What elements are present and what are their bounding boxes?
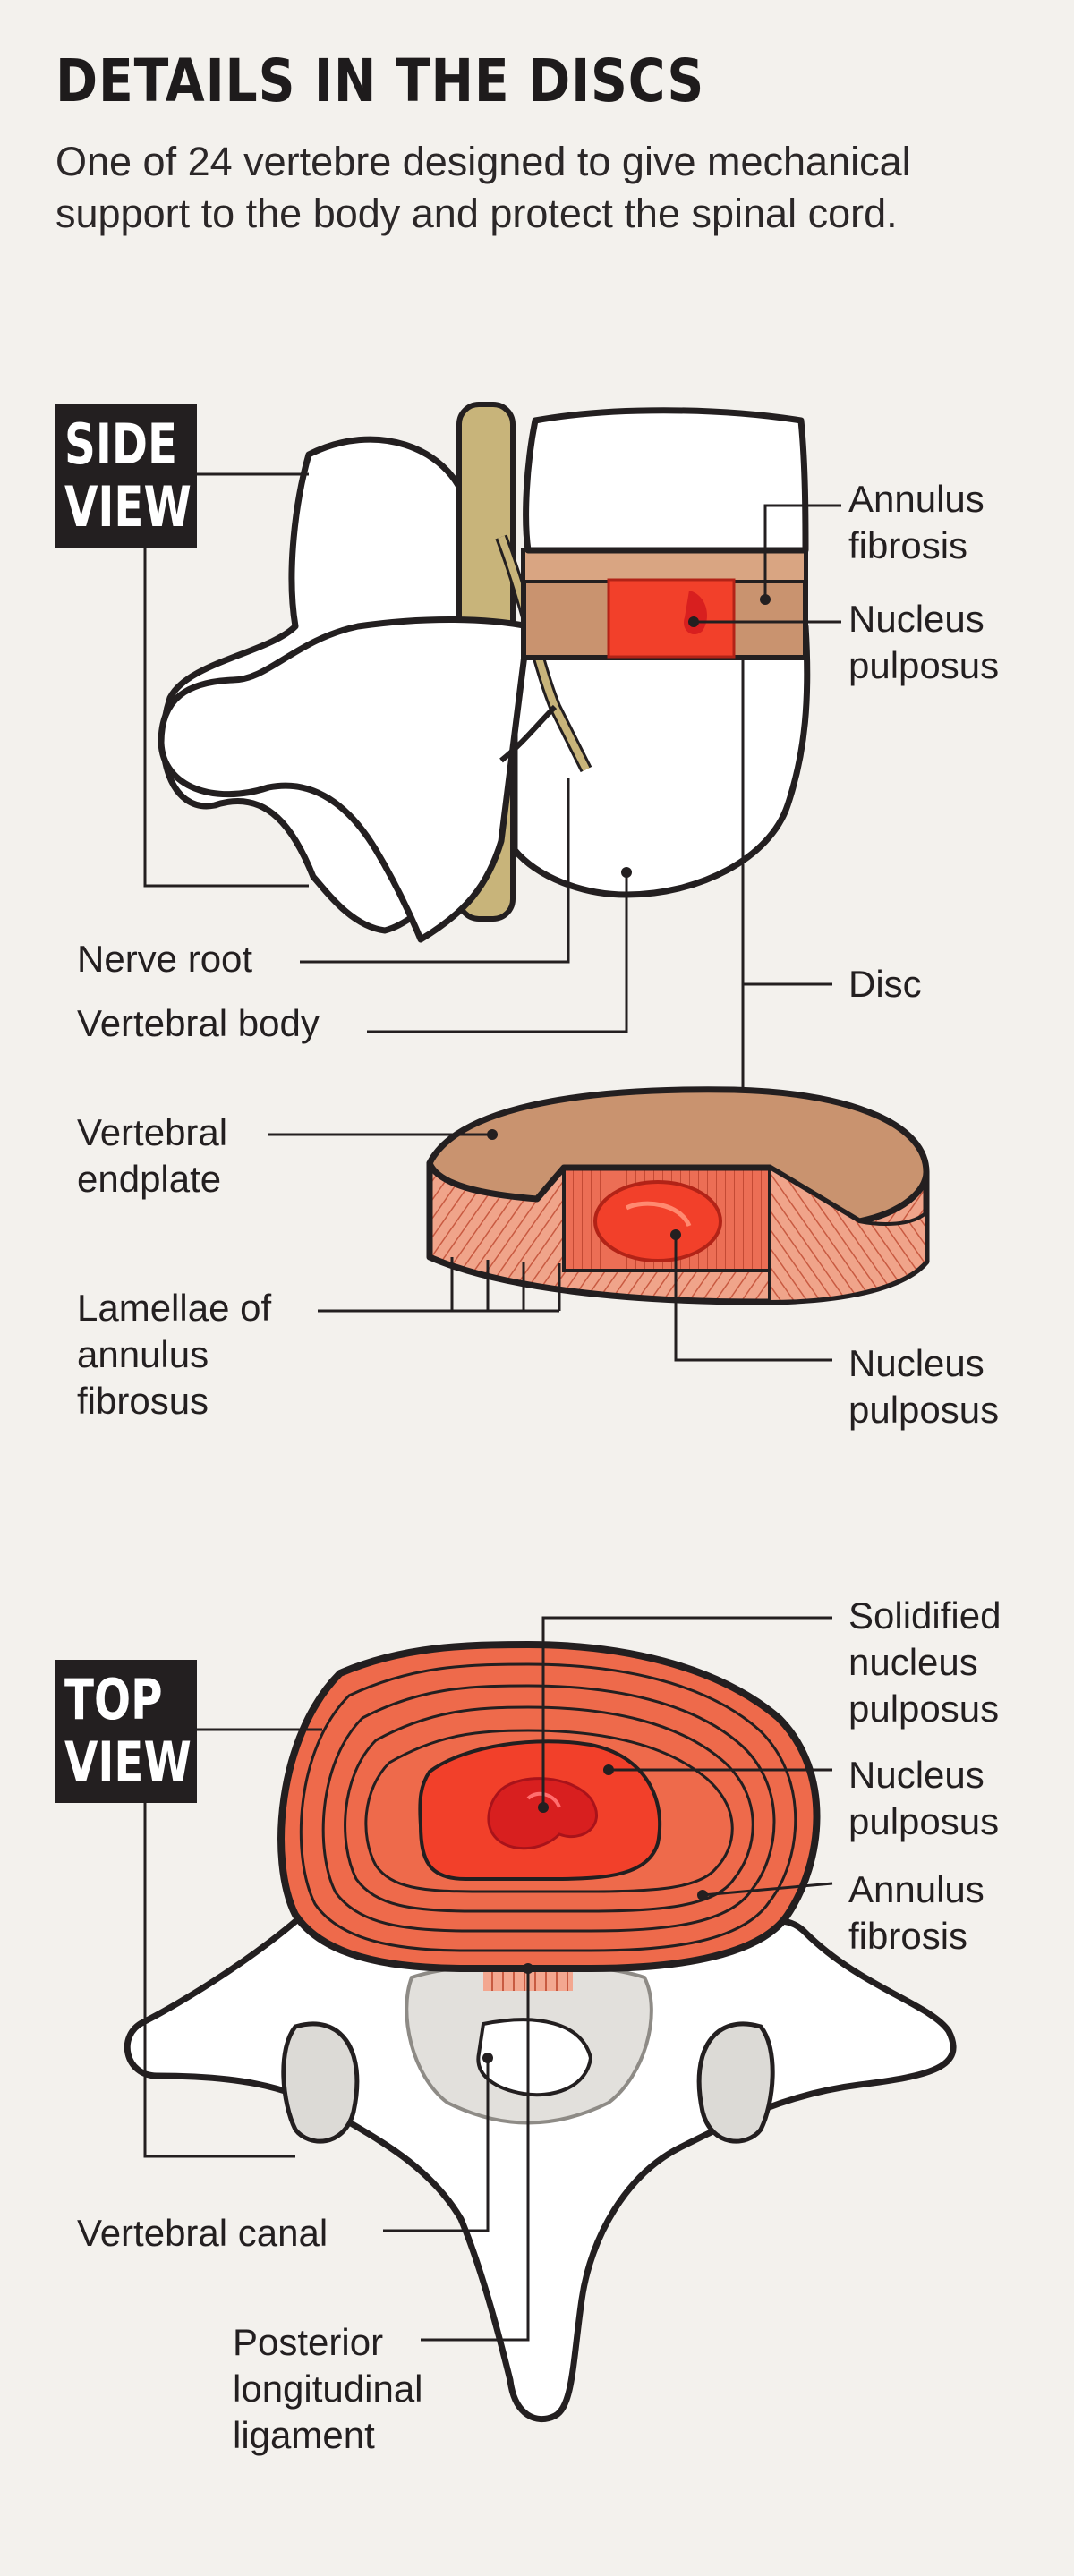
canal-shape bbox=[476, 2018, 593, 2097]
upper-vertebral-body-shape bbox=[523, 407, 809, 554]
top-view-badge-line2: VIEW bbox=[64, 1730, 192, 1795]
left-facet-shape bbox=[281, 2021, 360, 2144]
side-view-badge: SIDE VIEW bbox=[55, 404, 197, 548]
side-view-badge-line1: SIDE bbox=[64, 412, 178, 477]
side-disc-top-band bbox=[522, 548, 807, 583]
solidified-leader bbox=[541, 1616, 832, 1807]
nerve-root-leader bbox=[300, 778, 570, 964]
disc-nucleus-label-line1: Nucleus bbox=[848, 1342, 984, 1384]
solidified-label-line2: nucleus bbox=[848, 1641, 978, 1683]
vertebral-body-label: Vertebral body bbox=[77, 1002, 320, 1044]
vertebral-body-leader bbox=[367, 872, 628, 1033]
lamellae-label-line1: Lamellae of bbox=[77, 1287, 272, 1329]
right-facet-shape bbox=[696, 2021, 775, 2144]
disc-label: Disc bbox=[848, 963, 922, 1005]
top-annulus-label-line1: Annulus bbox=[848, 1868, 984, 1910]
solidified-label-line3: pulposus bbox=[848, 1688, 1000, 1730]
top-badge-leader-2 bbox=[143, 1803, 295, 2158]
canal-leader bbox=[383, 2058, 490, 2232]
side-view-badge-line2: VIEW bbox=[64, 474, 192, 540]
page-title: DETAILS IN THE DISCS bbox=[55, 47, 705, 115]
side-nucleus-shape bbox=[607, 578, 736, 659]
nerve-root-twig bbox=[499, 704, 558, 763]
annulus-leader bbox=[763, 504, 841, 599]
nerve-root-label: Nerve root bbox=[77, 938, 253, 980]
ligament-label-line3: ligament bbox=[233, 2414, 375, 2456]
solidified-label-line1: Solidified bbox=[848, 1594, 1002, 1637]
side-nucleus-label-line1: Nucleus bbox=[848, 598, 984, 640]
vertebral-canal-label: Vertebral canal bbox=[77, 2212, 328, 2254]
top-view-badge: TOP VIEW bbox=[55, 1660, 197, 1803]
disc-nucleus-leader bbox=[674, 1235, 832, 1362]
top-annulus-label-line2: fibrosis bbox=[848, 1915, 968, 1957]
ligament-label-line2: longitudinal bbox=[233, 2368, 423, 2410]
ligament-leader bbox=[421, 1968, 530, 2342]
ligament-label-line1: Posterior bbox=[233, 2321, 384, 2363]
endplate-label-line1: Vertebral bbox=[77, 1111, 228, 1153]
disc-leader bbox=[741, 658, 832, 1087]
lamellae-label-line3: fibrosus bbox=[77, 1380, 209, 1422]
lower-vertebral-body-shape bbox=[511, 623, 811, 898]
nerve-root-branch-fill bbox=[498, 535, 590, 771]
top-nucleus-label-line1: Nucleus bbox=[848, 1754, 984, 1796]
badge-leader-line-2 bbox=[143, 548, 309, 888]
disc-cross-section bbox=[268, 1086, 930, 1362]
side-nucleus-label-line2: pulposus bbox=[848, 644, 1000, 686]
disc-nucleus-label-line2: pulposus bbox=[848, 1389, 1000, 1431]
top-view-badge-line1: TOP bbox=[64, 1667, 163, 1732]
side-view-illustration bbox=[143, 402, 841, 1087]
disc-nucleus-shape bbox=[593, 1180, 722, 1262]
side-annulus-label-line1: Annulus bbox=[848, 478, 984, 520]
transverse-process-shape bbox=[158, 616, 532, 943]
top-annulus-leader bbox=[702, 1882, 833, 1897]
endplate-label-line2: endplate bbox=[77, 1158, 222, 1200]
top-nucleus-label-line2: pulposus bbox=[848, 1800, 1000, 1842]
page-subtitle: One of 24 vertebre designed to give mech… bbox=[55, 139, 911, 236]
lamellae-label-line2: annulus bbox=[77, 1333, 209, 1375]
side-annulus-label-line2: fibrosis bbox=[848, 524, 968, 566]
disc-endplate-top bbox=[426, 1086, 930, 1225]
top-view-illustration bbox=[124, 1616, 957, 2423]
solidified-core-shape bbox=[487, 1777, 598, 1850]
